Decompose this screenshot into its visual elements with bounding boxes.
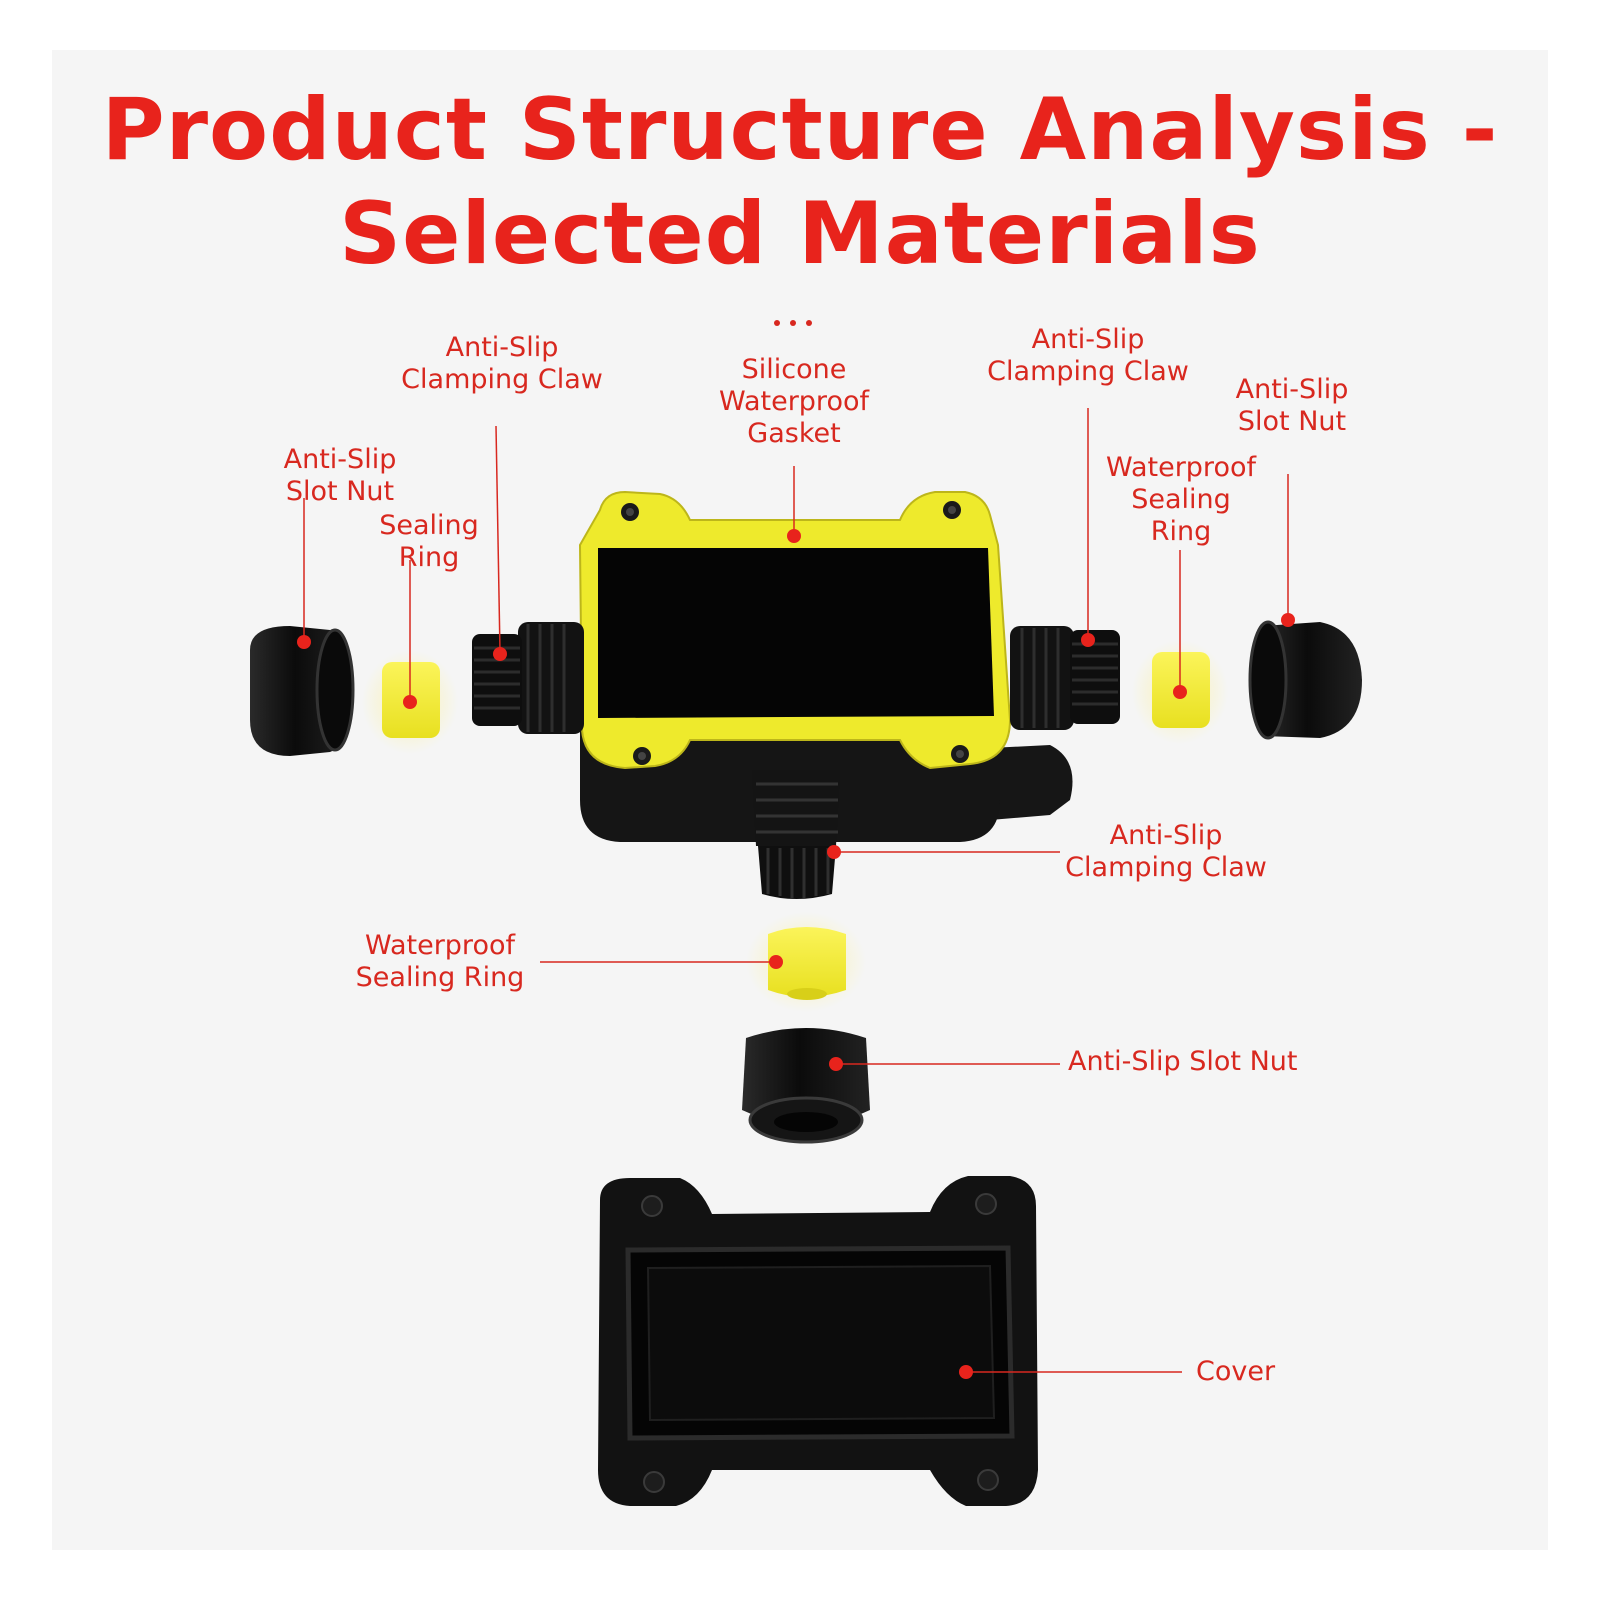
title-dots [774,320,812,326]
label-right-slot-nut: Anti-Slip Slot Nut [1212,374,1372,438]
label-cover-text: Cover [1196,1356,1276,1387]
bottom-slot-nut [742,1028,870,1144]
figure-title: Product Structure Analysis - Selected Ma… [0,78,1600,286]
label-bottom-slot-nut-text: Anti-Slip Slot Nut [1068,1046,1298,1077]
label-right-slot-nut-text: Anti-Slip Slot Nut [1235,374,1349,437]
label-cover: Cover [1196,1356,1275,1388]
leader-lines [303,408,1289,1373]
label-left-claw-text: Anti-Slip Clamping Claw [401,332,603,395]
label-left-sealing-ring-text: Sealing Ring [379,510,479,573]
label-left-claw: Anti-Slip Clamping Claw [392,332,612,396]
right-clamping-claw [1070,630,1120,724]
leader-left-claw [495,425,501,653]
label-left-sealing-ring: Sealing Ring [364,510,494,574]
bottom-clamping-claw [758,846,836,899]
bottom-sealing-ring [746,912,866,1012]
label-bottom-slot-nut: Anti-Slip Slot Nut [1068,1046,1298,1078]
label-right-sealing-ring-text: Waterproof Sealing Ring [1105,452,1256,547]
cover [598,1176,1038,1506]
label-right-sealing-ring: Waterproof Sealing Ring [1096,452,1266,548]
label-bottom-sealing-ring-text: Waterproof Sealing Ring [355,930,525,993]
label-right-claw-text: Anti-Slip Clamping Claw [987,324,1189,387]
label-left-slot-nut: Anti-Slip Slot Nut [260,444,420,508]
label-bottom-claw-text: Anti-Slip Clamping Claw [1065,820,1267,883]
label-right-claw: Anti-Slip Clamping Claw [978,324,1198,388]
label-bottom-claw: Anti-Slip Clamping Claw [1056,820,1276,884]
label-bottom-sealing-ring: Waterproof Sealing Ring [348,930,532,994]
label-gasket: Silicone Waterproof Gasket [704,354,884,450]
title-line-2: Selected Materials [339,184,1261,284]
leader-dots [297,529,1295,1379]
label-gasket-text: Silicone Waterproof Gasket [718,354,869,449]
junction-box [518,490,1074,846]
left-slot-nut [250,626,355,756]
title-line-1: Product Structure Analysis - [101,80,1499,180]
right-slot-nut [1248,620,1362,740]
label-left-slot-nut-text: Anti-Slip Slot Nut [283,444,397,507]
